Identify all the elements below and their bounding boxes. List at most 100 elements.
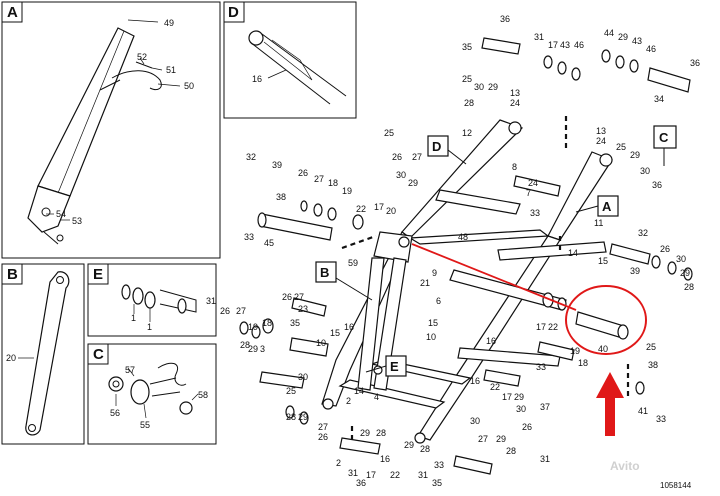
svg-text:24: 24 — [528, 178, 538, 188]
svg-text:25: 25 — [646, 342, 656, 352]
svg-text:36: 36 — [690, 58, 700, 68]
svg-text:12: 12 — [462, 128, 472, 138]
svg-text:17: 17 — [366, 470, 376, 480]
svg-text:29: 29 — [514, 392, 524, 402]
svg-text:29: 29 — [248, 344, 258, 354]
svg-text:14: 14 — [354, 386, 364, 396]
panel-c: C 57 58 56 55 — [87, 343, 217, 445]
svg-text:27: 27 — [478, 434, 488, 444]
panel-a-label: 49 — [164, 18, 174, 28]
svg-text:14: 14 — [568, 248, 578, 258]
svg-text:39: 39 — [630, 266, 640, 276]
svg-text:29: 29 — [496, 434, 506, 444]
svg-text:26: 26 — [220, 306, 230, 316]
panel-a-label: 53 — [72, 216, 82, 226]
svg-text:30: 30 — [474, 82, 484, 92]
svg-text:4: 4 — [374, 392, 379, 402]
svg-text:15: 15 — [330, 328, 340, 338]
panel-c-label: 55 — [140, 420, 150, 430]
svg-text:29: 29 — [360, 428, 370, 438]
svg-text:30: 30 — [298, 372, 308, 382]
svg-text:59: 59 — [348, 258, 358, 268]
right-hardware — [453, 37, 693, 475]
svg-text:10: 10 — [426, 332, 436, 342]
svg-text:27: 27 — [412, 152, 422, 162]
red-arrow-icon — [596, 372, 624, 436]
svg-text:26: 26 — [298, 168, 308, 178]
panel-e-label: 1 — [131, 313, 136, 323]
svg-text:18: 18 — [578, 358, 588, 368]
svg-text:35: 35 — [290, 318, 300, 328]
svg-text:16: 16 — [486, 336, 496, 346]
svg-text:43: 43 — [560, 40, 570, 50]
svg-text:26: 26 — [318, 432, 328, 442]
svg-text:27: 27 — [294, 292, 304, 302]
panel-e-letter: E — [93, 266, 103, 283]
panel-d-label: 16 — [252, 74, 262, 84]
svg-text:22: 22 — [390, 470, 400, 480]
svg-text:20: 20 — [386, 206, 396, 216]
svg-text:43: 43 — [632, 36, 642, 46]
svg-text:31: 31 — [534, 32, 544, 42]
svg-text:36: 36 — [356, 478, 366, 488]
svg-text:48: 48 — [458, 232, 468, 242]
svg-text:33: 33 — [530, 208, 540, 218]
left-hardware — [239, 200, 381, 455]
svg-text:33: 33 — [434, 460, 444, 470]
panel-a-letter: A — [7, 4, 18, 21]
svg-text:22: 22 — [356, 204, 366, 214]
panel-b-letter: B — [7, 266, 18, 283]
svg-text:33: 33 — [656, 414, 666, 424]
svg-text:9: 9 — [432, 268, 437, 278]
svg-text:30: 30 — [676, 254, 686, 264]
panel-c-letter: C — [93, 346, 104, 363]
drawing-footer: Avito 1058144 — [610, 459, 692, 490]
svg-text:13: 13 — [510, 88, 520, 98]
highlight-line — [411, 243, 577, 311]
svg-text:27: 27 — [318, 422, 328, 432]
svg-text:28: 28 — [464, 98, 474, 108]
svg-text:E: E — [390, 359, 399, 374]
svg-text:46: 46 — [646, 44, 656, 54]
svg-text:36: 36 — [652, 180, 662, 190]
panel-e-label: 1 — [147, 322, 152, 332]
svg-text:31: 31 — [540, 454, 550, 464]
highlight-circle — [565, 285, 647, 355]
svg-text:26: 26 — [392, 152, 402, 162]
watermark-text: Avito — [610, 459, 640, 473]
panel-b-label: 20 — [6, 353, 16, 363]
svg-text:29: 29 — [298, 412, 308, 422]
svg-text:A: A — [602, 199, 612, 214]
svg-text:19: 19 — [342, 186, 352, 196]
drawing-number: 1058144 — [660, 481, 692, 490]
svg-text:C: C — [659, 130, 669, 145]
svg-text:17: 17 — [502, 392, 512, 402]
svg-text:45: 45 — [264, 238, 274, 248]
callout-e: E — [365, 355, 407, 377]
svg-text:13: 13 — [596, 126, 606, 136]
svg-text:25: 25 — [384, 128, 394, 138]
svg-text:33: 33 — [536, 362, 546, 372]
svg-text:17: 17 — [374, 202, 384, 212]
callout-a: A — [575, 195, 619, 217]
svg-text:8: 8 — [512, 162, 517, 172]
svg-text:25: 25 — [462, 74, 472, 84]
callout-b: B — [315, 261, 373, 301]
svg-text:27: 27 — [314, 174, 324, 184]
svg-text:29: 29 — [618, 32, 628, 42]
callout-d: D — [427, 135, 467, 165]
svg-text:2: 2 — [336, 458, 341, 468]
panel-b: B 20 — [1, 263, 85, 445]
svg-text:21: 21 — [420, 278, 430, 288]
svg-text:37: 37 — [540, 402, 550, 412]
panel-a-label: 51 — [166, 65, 176, 75]
svg-text:31: 31 — [206, 296, 216, 306]
svg-text:30: 30 — [396, 170, 406, 180]
svg-text:28: 28 — [376, 428, 386, 438]
svg-text:29: 29 — [488, 82, 498, 92]
svg-text:18: 18 — [328, 178, 338, 188]
svg-text:29: 29 — [630, 150, 640, 160]
svg-text:29: 29 — [680, 268, 690, 278]
svg-text:32: 32 — [638, 228, 648, 238]
svg-text:22: 22 — [490, 382, 500, 392]
